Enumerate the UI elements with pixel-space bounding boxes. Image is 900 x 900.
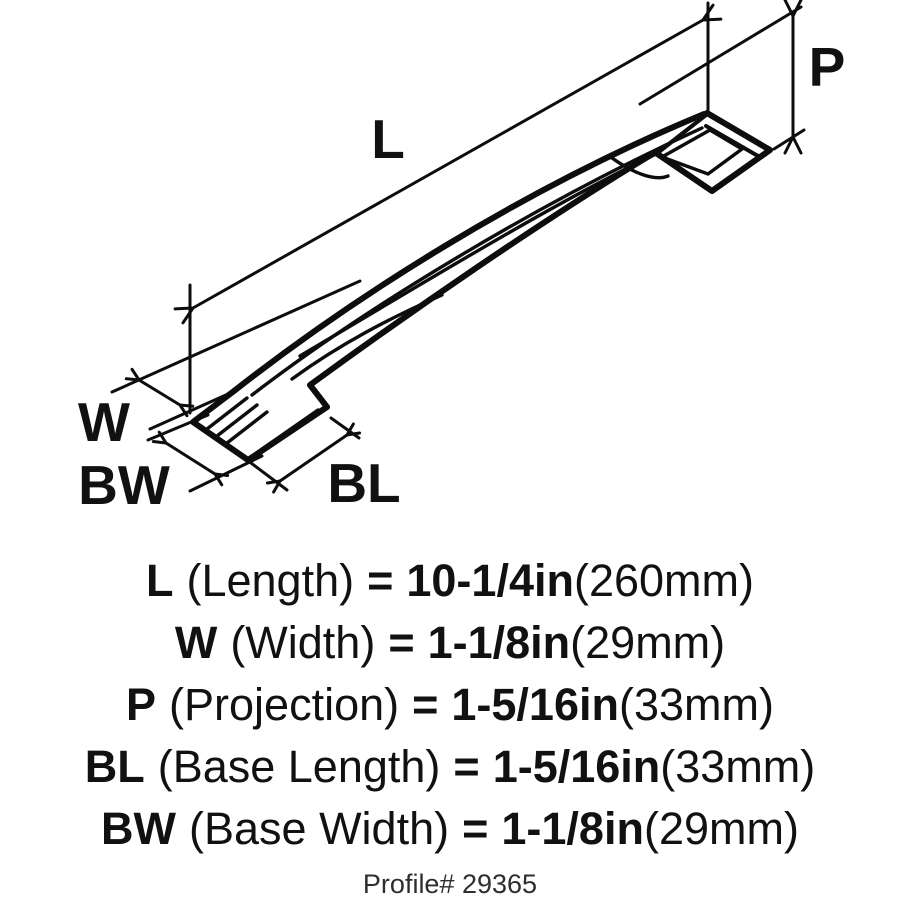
- spec-value-metric: (29mm): [570, 617, 726, 668]
- equals-sign: =: [388, 617, 415, 668]
- spec-name: (Length): [186, 555, 355, 606]
- spec-row-width: W (Width) = 1-1/8in (29mm): [0, 612, 900, 674]
- spec-row-length: L (Length) = 10-1/4in (260mm): [0, 550, 900, 612]
- length-label: L: [371, 108, 405, 170]
- dimension-diagram: L P W BW BL: [78, 0, 846, 516]
- spec-name: (Base Width): [189, 803, 450, 854]
- base-width-dimension-arrow: [151, 430, 230, 487]
- base-width-label: BW: [78, 454, 170, 516]
- spec-value-metric: (29mm): [643, 803, 799, 854]
- profile-number: Profile# 29365: [362, 869, 538, 899]
- projection-extension-tick-bottom: [772, 128, 806, 151]
- spec-name: (Projection): [169, 679, 400, 730]
- base-length-extension-line-left: [249, 461, 289, 492]
- spec-letter: BL: [84, 741, 145, 792]
- dimension-annotations: L P W BW BL: [78, 0, 846, 516]
- base-length-extension-line-right: [329, 416, 361, 440]
- base-width-extension-line-lower: [188, 454, 264, 493]
- spec-value-metric: (260mm): [573, 555, 754, 606]
- spec-value-inches: 1-1/8in: [501, 803, 644, 854]
- projection-label: P: [809, 36, 846, 98]
- equals-sign: =: [367, 555, 394, 606]
- width-dimension-arrow: [124, 367, 195, 418]
- base-length-dimension-arrow: [265, 422, 362, 494]
- equals-sign: =: [412, 679, 439, 730]
- spec-row-projection: P (Projection) = 1-5/16in (33mm): [0, 674, 900, 736]
- spec-name: (Base Length): [157, 741, 441, 792]
- spec-value-metric: (33mm): [618, 679, 774, 730]
- spec-letter: BW: [101, 803, 177, 854]
- spec-value-metric: (33mm): [660, 741, 816, 792]
- spec-name: (Width): [230, 617, 376, 668]
- spec-list: L (Length) = 10-1/4in (260mm) W (Width) …: [0, 550, 900, 899]
- spec-letter: W: [174, 617, 218, 668]
- equals-sign: =: [462, 803, 489, 854]
- spec-value-inches: 1-5/16in: [492, 741, 661, 792]
- spec-letter: P: [126, 679, 157, 730]
- handle-bar-bottom-edge: [307, 150, 657, 410]
- length-dimension-arrow: [173, 3, 723, 325]
- spec-row-base-length: BL (Base Length) = 1-5/16in (33mm): [0, 736, 900, 798]
- handle-drawing: [190, 110, 773, 463]
- spec-value-inches: 1-1/8in: [427, 617, 571, 668]
- spec-row-base-width: BW (Base Width) = 1-1/8in (29mm): [0, 798, 900, 860]
- handle-bar-fill: [234, 114, 704, 407]
- base-length-label: BL: [327, 452, 400, 514]
- spec-value-inches: 10-1/4in: [406, 555, 574, 606]
- spec-value-inches: 1-5/16in: [451, 679, 619, 730]
- width-label: W: [78, 391, 130, 453]
- projection-extension-line-top: [638, 5, 803, 106]
- width-extension-line-lower: [148, 388, 239, 431]
- spec-letter: L: [145, 555, 174, 606]
- equals-sign: =: [453, 741, 480, 792]
